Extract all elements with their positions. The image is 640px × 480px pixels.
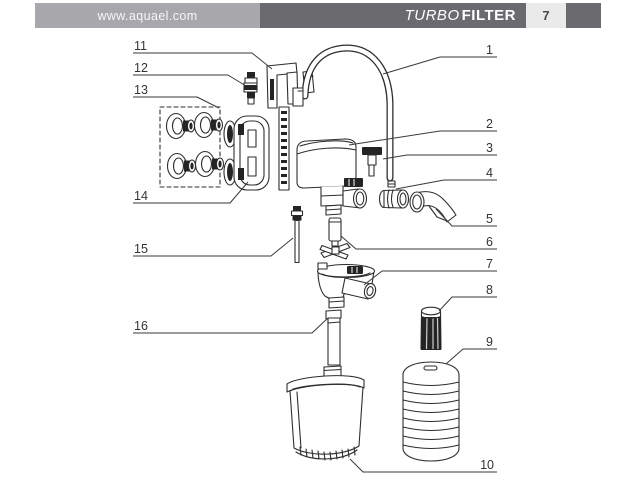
part-spout	[409, 191, 457, 223]
part-pump-head	[316, 262, 377, 309]
part-label-15: 15	[134, 242, 148, 256]
part-connector	[243, 72, 258, 105]
leader-line-7	[363, 270, 497, 286]
part-container	[286, 365, 365, 461]
part-sponge	[402, 361, 460, 462]
part-intake-tube	[325, 309, 342, 366]
leader-line-9	[445, 348, 497, 365]
part-rotor	[319, 217, 351, 260]
leader-line-3	[382, 154, 497, 160]
leader-line-12	[133, 74, 247, 87]
part-label-10: 10	[480, 458, 494, 472]
page-number: 7	[542, 8, 550, 23]
leader-line-16	[133, 317, 329, 334]
leader-line-4	[395, 179, 497, 190]
part-pump-body	[296, 138, 368, 216]
leader-line-14	[133, 181, 249, 204]
part-label-9: 9	[486, 335, 493, 349]
part-hanger-bracket	[266, 62, 304, 191]
part-label-11: 11	[134, 39, 147, 53]
leader-line-1	[382, 56, 497, 75]
leader-line-2	[348, 130, 497, 146]
part-label-16: 16	[134, 319, 148, 333]
part-clip	[362, 147, 382, 177]
page-number-box: 7	[526, 3, 566, 28]
leader-line-15	[133, 237, 294, 257]
leader-line-13	[133, 96, 220, 109]
part-carbon-cartridge	[420, 306, 442, 350]
part-suction-cups	[159, 106, 225, 188]
leader-line-8	[438, 296, 497, 312]
part-labels: 1 2 3 4 5 6 7 8 9 10 11 12 13 14 15 16	[134, 39, 494, 472]
part-label-12: 12	[134, 61, 148, 75]
part-label-14: 14	[134, 189, 148, 203]
part-label-6: 6	[486, 235, 493, 249]
leader-line-11	[133, 52, 273, 70]
part-valve	[378, 180, 410, 209]
leader-line-6	[340, 235, 497, 250]
brand-bar: TURBO FILTER	[260, 3, 526, 28]
brand-filter: FILTER	[461, 7, 516, 24]
brand-turbo: TURBO	[404, 7, 460, 24]
part-label-5: 5	[486, 212, 493, 226]
part-mounting-bracket	[223, 115, 270, 191]
part-label-2: 2	[486, 117, 493, 131]
part-label-7: 7	[486, 257, 493, 271]
part-label-4: 4	[486, 166, 493, 180]
header-end-block	[566, 3, 601, 28]
part-label-8: 8	[486, 283, 493, 297]
site-url: www.aquael.com	[97, 8, 198, 23]
part-label-13: 13	[134, 83, 148, 97]
leader-line-5	[435, 208, 497, 227]
part-label-3: 3	[486, 141, 493, 155]
part-shaft	[290, 206, 304, 264]
leader-line-10	[349, 458, 497, 473]
leader-lines	[133, 52, 497, 473]
part-label-1: 1	[486, 43, 493, 57]
part-hose	[301, 44, 394, 182]
rack-rungs	[281, 111, 287, 184]
header-bar: www.aquael.com TURBO FILTER 7	[35, 3, 601, 28]
site-url-bar: www.aquael.com	[35, 3, 260, 28]
